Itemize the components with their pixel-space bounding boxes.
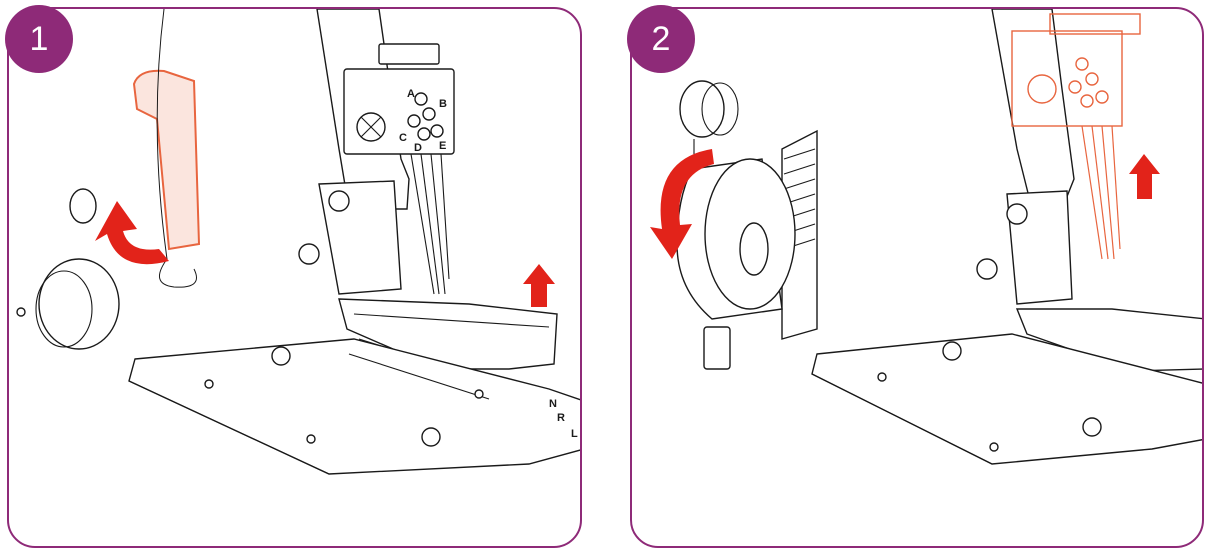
step-2-badge: 2 <box>627 5 695 73</box>
needle-label-c: C <box>399 132 407 144</box>
handwheel-icon <box>676 158 796 320</box>
plate-label-n: N <box>549 398 557 410</box>
plate-label-l: L <box>571 428 578 440</box>
curved-arrow-icon <box>95 201 169 265</box>
up-arrow-icon <box>1129 154 1160 199</box>
knob-cap <box>679 80 739 154</box>
step-1-badge: 1 <box>5 5 73 73</box>
handwheel-icon <box>16 258 120 350</box>
step-1-illustration: A B C D E N R L <box>16 9 580 475</box>
power-switch <box>703 326 731 370</box>
needles <box>410 153 450 295</box>
screwdriver-handle <box>132 69 201 251</box>
presser-foot <box>1015 308 1202 372</box>
needle-label-a: A <box>407 88 415 100</box>
plate-label-r: R <box>557 412 565 424</box>
screwdriver-icon <box>132 9 201 288</box>
step-2-illustration <box>650 9 1202 465</box>
needle-label-d: D <box>414 142 422 154</box>
step-2-panel <box>630 7 1204 548</box>
needle-label-b: B <box>439 98 447 110</box>
curved-arrow-icon <box>650 149 714 259</box>
needle-clamp-icon: A B C D E <box>343 43 455 155</box>
step-1-panel: A B C D E N R L <box>7 7 582 548</box>
washer <box>69 188 97 224</box>
machine-head <box>991 9 1075 210</box>
needle-clamp-icon <box>1011 13 1141 260</box>
needle-label-e: E <box>439 140 446 152</box>
up-arrow-icon <box>523 264 555 307</box>
